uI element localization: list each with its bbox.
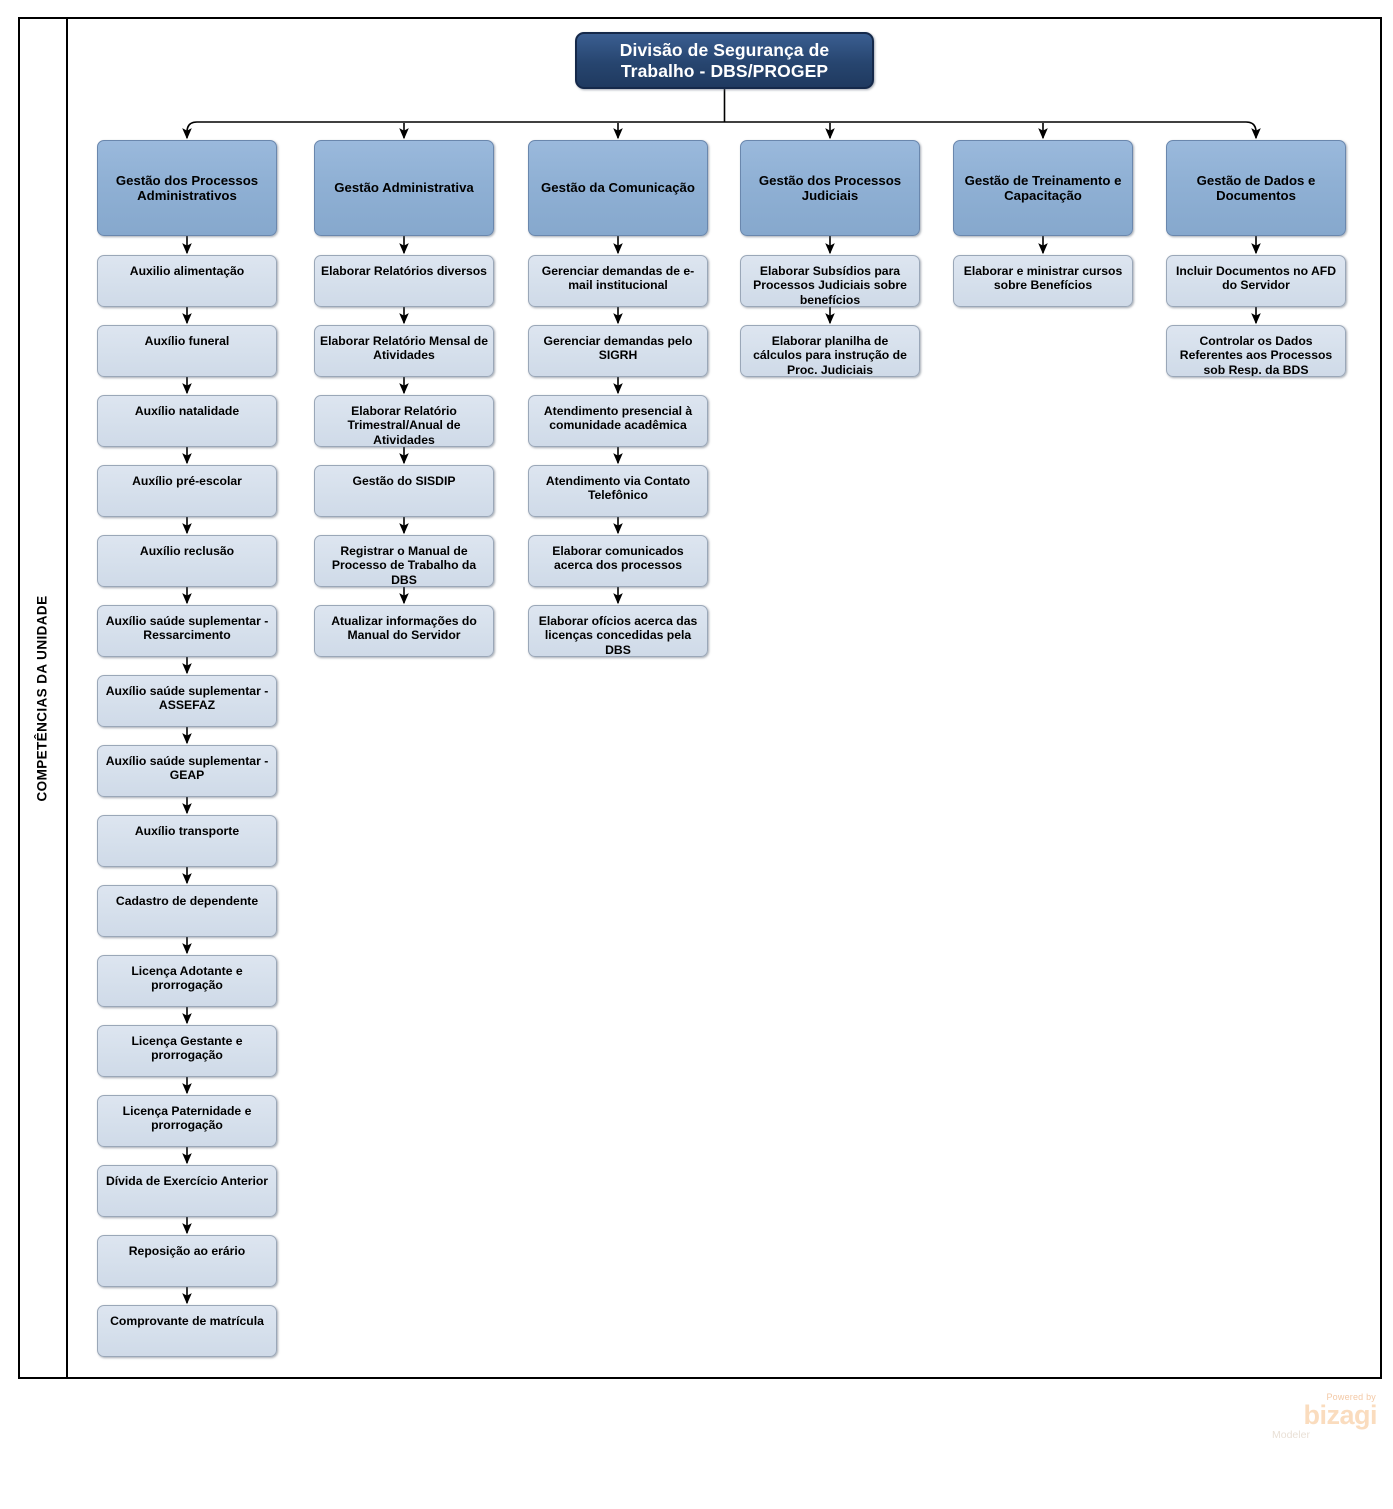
task-processos-administrativos-3-label: Auxílio natalidade [134,404,240,418]
task-comunicacao-1[interactable]: Gerenciar demandas de e-mail institucion… [528,255,708,307]
logo-product: Modeler [1272,1428,1310,1441]
task-dados-documentos-2-label: Controlar os Dados Referentes aos Proces… [1179,334,1333,377]
task-comunicacao-6[interactable]: Elaborar ofícios acerca das licenças con… [528,605,708,657]
task-administrativa-3-label: Elaborar Relatório Trimestral/Anual de A… [347,404,461,447]
category-administrativa-label: Gestão Administrativa [334,180,474,196]
task-processos-administrativos-10-label: Cadastro de dependente [115,894,259,908]
task-administrativa-5[interactable]: Registrar o Manual de Processo de Trabal… [314,535,494,587]
task-treinamento-capacitacao-1[interactable]: Elaborar e ministrar cursos sobre Benefí… [953,255,1133,307]
task-processos-judiciais-1-label: Elaborar Subsídios para Processos Judici… [753,264,907,307]
category-processos-administrativos[interactable]: Gestão dos Processos Administrativos [97,140,277,236]
task-processos-judiciais-2-label: Elaborar planilha de cálculos para instr… [753,334,907,377]
task-processos-administrativos-3[interactable]: Auxílio natalidade [97,395,277,447]
task-processos-administrativos-12[interactable]: Licença Gestante e prorrogação [97,1025,277,1077]
task-processos-administrativos-5[interactable]: Auxílio reclusão [97,535,277,587]
task-comunicacao-3[interactable]: Atendimento presencial à comunidade acad… [528,395,708,447]
bizagi-logo: Powered by bizagi Modeler [1268,1392,1378,1450]
category-comunicacao-label: Gestão da Comunicação [541,180,695,196]
task-administrativa-6[interactable]: Atualizar informações do Manual do Servi… [314,605,494,657]
task-comunicacao-5-label: Elaborar comunicados acerca dos processo… [552,544,684,573]
task-processos-administrativos-8[interactable]: Auxílio saúde suplementar - GEAP [97,745,277,797]
task-processos-administrativos-6-label: Auxílio saúde suplementar - Ressarciment… [105,614,269,643]
task-processos-administrativos-2-label: Auxílio funeral [144,334,230,348]
task-processos-administrativos-12-label: Licença Gestante e prorrogação [131,1034,243,1063]
task-processos-administrativos-8-label: Auxílio saúde suplementar - GEAP [105,754,269,783]
task-comunicacao-4-label: Atendimento via Contato Telefônico [545,474,691,503]
task-comunicacao-6-label: Elaborar ofícios acerca das licenças con… [538,614,698,657]
task-processos-administrativos-15-label: Reposição ao erário [128,1244,246,1258]
task-processos-administrativos-4[interactable]: Auxílio pré-escolar [97,465,277,517]
task-administrativa-4-label: Gestão do SISDIP [352,474,456,488]
category-administrativa[interactable]: Gestão Administrativa [314,140,494,236]
task-processos-administrativos-11-label: Licença Adotante e prorrogação [131,964,243,993]
task-processos-administrativos-2[interactable]: Auxílio funeral [97,325,277,377]
category-treinamento-capacitacao-label: Gestão de Treinamento e Capacitação [964,172,1122,203]
category-processos-judiciais-label: Gestão dos Processos Judiciais [758,172,902,203]
task-processos-administrativos-6[interactable]: Auxílio saúde suplementar - Ressarciment… [97,605,277,657]
category-treinamento-capacitacao[interactable]: Gestão de Treinamento e Capacitação [953,140,1133,236]
task-dados-documentos-1-label: Incluir Documentos no AFD do Servidor [1175,264,1337,293]
root-node[interactable]: Divisão de Segurança de Trabalho - DBS/P… [575,32,874,89]
task-administrativa-6-label: Atualizar informações do Manual do Servi… [331,614,477,643]
task-processos-administrativos-9-label: Auxílio transporte [134,824,240,838]
logo-powered-by: Powered by [1326,1392,1376,1402]
task-administrativa-2-label: Elaborar Relatório Mensal de Atividades [320,334,488,363]
task-processos-administrativos-16[interactable]: Comprovante de matrícula [97,1305,277,1357]
task-processos-administrativos-1[interactable]: Auxilio alimentação [97,255,277,307]
task-administrativa-1[interactable]: Elaborar Relatórios diversos [314,255,494,307]
task-processos-administrativos-14-label: Dívida de Exercício Anterior [105,1174,269,1188]
task-treinamento-capacitacao-1-label: Elaborar e ministrar cursos sobre Benefí… [963,264,1123,293]
task-processos-administrativos-4-label: Auxílio pré-escolar [132,474,242,488]
task-processos-administrativos-13-label: Licença Paternidade e prorrogação [122,1104,252,1133]
root-node-label: Divisão de Segurança de Trabalho - DBS/P… [619,40,830,81]
task-processos-judiciais-1[interactable]: Elaborar Subsídios para Processos Judici… [740,255,920,307]
category-processos-administrativos-label: Gestão dos Processos Administrativos [115,172,259,203]
task-comunicacao-5[interactable]: Elaborar comunicados acerca dos processo… [528,535,708,587]
category-dados-documentos-label: Gestão de Dados e Documentos [1196,172,1316,203]
task-processos-administrativos-5-label: Auxílio reclusão [139,544,235,558]
task-processos-administrativos-16-label: Comprovante de matrícula [110,1314,264,1328]
task-administrativa-4[interactable]: Gestão do SISDIP [314,465,494,517]
lane-title-label: COMPETÊNCIAS DA UNIDADE [34,595,50,801]
task-comunicacao-4[interactable]: Atendimento via Contato Telefônico [528,465,708,517]
category-dados-documentos[interactable]: Gestão de Dados e Documentos [1166,140,1346,236]
lane-divider [66,17,68,1379]
task-comunicacao-2-label: Gerenciar demandas pelo SIGRH [543,334,693,363]
logo-wordmark: bizagi [1303,1400,1377,1430]
category-comunicacao[interactable]: Gestão da Comunicação [528,140,708,236]
task-dados-documentos-1[interactable]: Incluir Documentos no AFD do Servidor [1166,255,1346,307]
task-comunicacao-2[interactable]: Gerenciar demandas pelo SIGRH [528,325,708,377]
task-processos-administrativos-13[interactable]: Licença Paternidade e prorrogação [97,1095,277,1147]
task-processos-administrativos-14[interactable]: Dívida de Exercício Anterior [97,1165,277,1217]
task-dados-documentos-2[interactable]: Controlar os Dados Referentes aos Proces… [1166,325,1346,377]
task-processos-administrativos-10[interactable]: Cadastro de dependente [97,885,277,937]
task-processos-administrativos-7[interactable]: Auxílio saúde suplementar - ASSEFAZ [97,675,277,727]
task-processos-administrativos-11[interactable]: Licença Adotante e prorrogação [97,955,277,1007]
task-comunicacao-1-label: Gerenciar demandas de e-mail institucion… [541,264,695,293]
task-administrativa-3[interactable]: Elaborar Relatório Trimestral/Anual de A… [314,395,494,447]
lane-title: COMPETÊNCIAS DA UNIDADE [18,17,66,1379]
task-processos-judiciais-2[interactable]: Elaborar planilha de cálculos para instr… [740,325,920,377]
task-administrativa-1-label: Elaborar Relatórios diversos [321,264,487,278]
task-processos-administrativos-15[interactable]: Reposição ao erário [97,1235,277,1287]
task-processos-administrativos-1-label: Auxilio alimentação [129,264,245,278]
task-processos-administrativos-9[interactable]: Auxílio transporte [97,815,277,867]
category-processos-judiciais[interactable]: Gestão dos Processos Judiciais [740,140,920,236]
task-comunicacao-3-label: Atendimento presencial à comunidade acad… [543,404,693,433]
task-administrativa-5-label: Registrar o Manual de Processo de Trabal… [331,544,477,587]
task-administrativa-2[interactable]: Elaborar Relatório Mensal de Atividades [314,325,494,377]
task-processos-administrativos-7-label: Auxílio saúde suplementar - ASSEFAZ [105,684,269,713]
